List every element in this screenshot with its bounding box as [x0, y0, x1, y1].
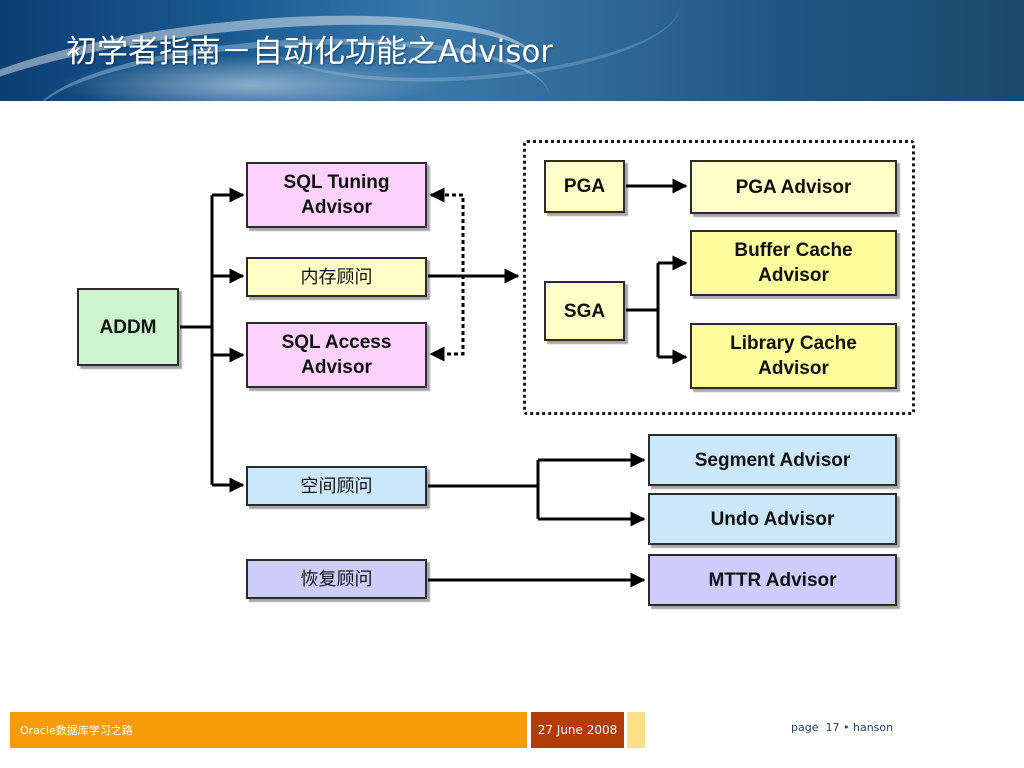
memory-advisor-label: 内存顾问 [300, 266, 373, 288]
footer-separator: • [842, 721, 850, 734]
sql-tuning-advisor-label-line1: SQL Tuning [283, 172, 390, 193]
addm-label: ADDM [99, 316, 157, 338]
footer-accent-strip [627, 712, 645, 748]
footer-course-title: Oracle数据库学习之路 [20, 724, 133, 737]
space-connectors [428, 452, 646, 527]
memory-advisors-frame [523, 140, 915, 415]
buffer-cache-advisor-box: Buffer Cache Advisor [690, 230, 897, 296]
addm-box: ADDM [77, 288, 179, 366]
library-cache-advisor-label-line1: Library Cache [730, 333, 857, 354]
pga-advisor-label: PGA Advisor [735, 176, 852, 198]
footer-date: 27 June 2008 [537, 723, 618, 737]
sql-access-advisor-label-line1: SQL Access [281, 332, 392, 353]
mttr-advisor-box: MTTR Advisor [648, 554, 897, 606]
sql-tuning-advisor-label-line2: Advisor [301, 197, 372, 218]
memory-advisor-box: 内存顾问 [246, 257, 427, 297]
recovery-advisor-label: 恢复顾问 [300, 568, 373, 590]
addm-connectors [180, 187, 245, 493]
undo-advisor-label: Undo Advisor [710, 508, 835, 530]
segment-advisor-box: Segment Advisor [648, 434, 897, 486]
page-number: 17 [825, 721, 840, 734]
footer-author: hanson [852, 721, 894, 734]
buffer-cache-advisor-label-line2: Advisor [758, 265, 829, 286]
footer-date-box: 27 June 2008 [531, 712, 624, 748]
space-advisor-box: 空间顾问 [246, 466, 427, 506]
sql-tuning-advisor-box: SQL Tuning Advisor [246, 162, 427, 228]
recovery-advisor-box: 恢复顾问 [246, 559, 427, 599]
sql-access-advisor-box: SQL Access Advisor [246, 322, 427, 388]
sql-advisors-dotted-link [429, 187, 465, 362]
banner-glow [60, 55, 440, 101]
sga-connectors [626, 255, 688, 365]
library-cache-advisor-label-line2: Advisor [758, 358, 829, 379]
undo-advisor-box: Undo Advisor [648, 493, 897, 545]
segment-advisor-label: Segment Advisor [694, 449, 851, 471]
library-cache-advisor-box: Library Cache Advisor [690, 323, 897, 389]
sga-label: SGA [563, 300, 606, 322]
sql-access-advisor-label-line2: Advisor [301, 357, 372, 378]
page-label: page [791, 721, 819, 734]
pga-label: PGA [563, 176, 606, 197]
mttr-advisor-label: MTTR Advisor [708, 569, 837, 591]
space-advisor-label: 空间顾问 [300, 475, 373, 497]
page-title: 初学者指南－自动化功能之Advisor [66, 34, 554, 70]
pga-advisor-box: PGA Advisor [690, 160, 897, 214]
sga-box: SGA [544, 281, 625, 341]
header-banner: 初学者指南－自动化功能之Advisor [0, 0, 1024, 101]
footer-bar [10, 712, 527, 748]
footer-page-info: page 17 • hanson [791, 721, 893, 734]
buffer-cache-advisor-label-line1: Buffer Cache [734, 240, 853, 261]
pga-box: PGA [544, 160, 625, 213]
